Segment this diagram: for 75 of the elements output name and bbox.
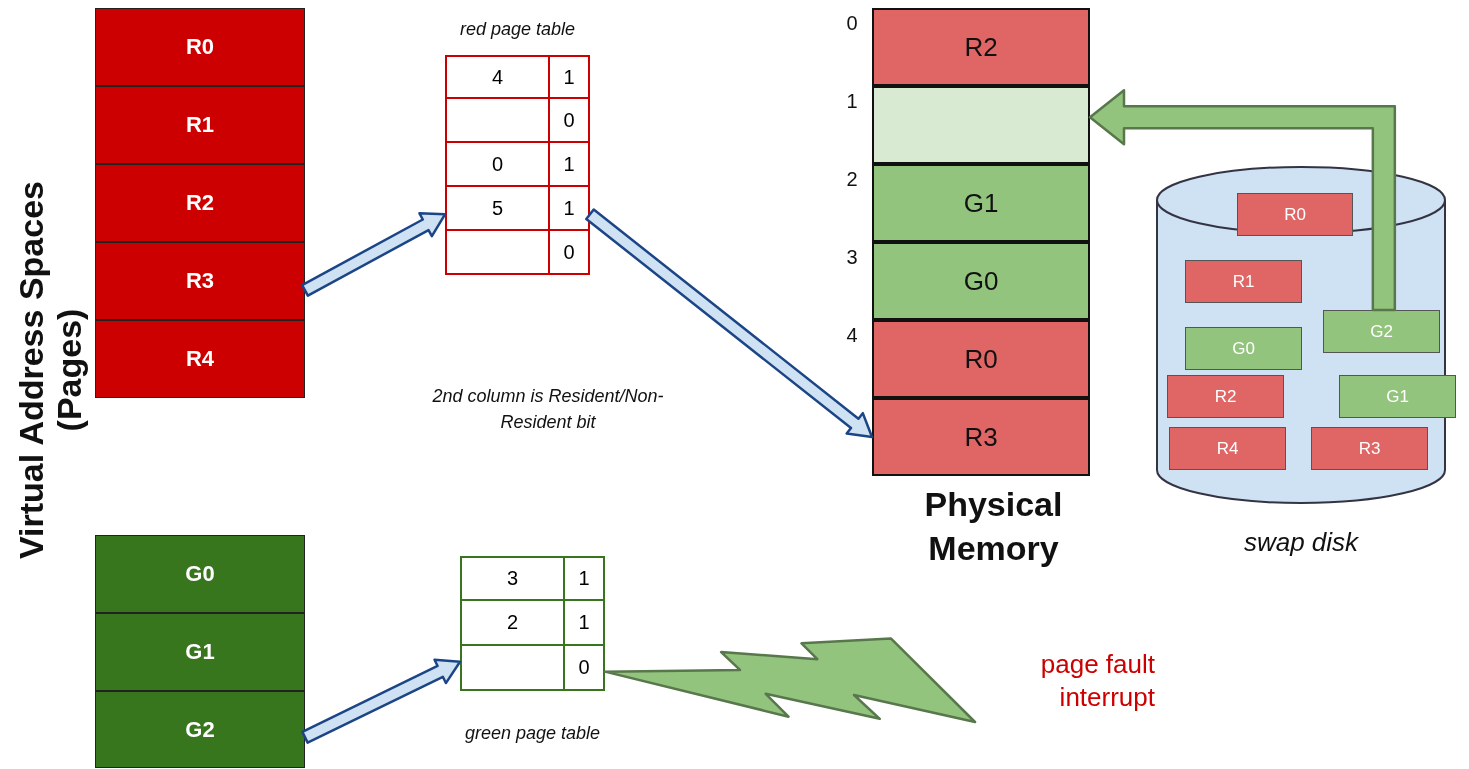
table-title: red page table — [458, 19, 577, 40]
table-value: 0 — [578, 656, 590, 679]
disk-page — [1167, 375, 1284, 418]
page-block — [95, 613, 305, 691]
disk-page — [1323, 310, 1440, 353]
disk-page — [1339, 375, 1456, 418]
page-label: R3 — [1358, 438, 1381, 459]
lightning-bolt — [603, 637, 977, 724]
page-block — [95, 535, 305, 613]
table-value: 2 — [506, 611, 519, 634]
table-value: 5 — [491, 196, 504, 220]
page-block — [95, 164, 305, 242]
page-label: R1 — [185, 112, 215, 138]
note-text: 2nd column is Resident/Non-Resident bit — [431, 385, 665, 434]
table-value: 1 — [563, 152, 575, 176]
memory-frame — [872, 398, 1090, 476]
page-label: R3 — [185, 268, 215, 294]
axis-title: Virtual Address Spaces (Pages) — [12, 180, 88, 561]
table-row — [445, 143, 590, 187]
disk-page — [1237, 193, 1353, 236]
table-value: 4 — [491, 65, 504, 89]
table-value: 0 — [491, 152, 504, 176]
page-label: G0 — [185, 561, 215, 587]
page-label: R2 — [964, 31, 998, 63]
page-label: R4 — [185, 346, 215, 372]
disk-page — [1169, 427, 1286, 470]
page-block — [95, 320, 305, 398]
memory-title: Physical Memory — [923, 484, 1064, 569]
page-label: G0 — [1232, 338, 1255, 359]
page-label: R0 — [1284, 204, 1306, 225]
table-value: 0 — [563, 108, 575, 132]
page-label: R0 — [964, 343, 998, 375]
table-value: 1 — [578, 611, 590, 634]
disk-caption: swap disk — [1242, 527, 1360, 558]
page-label: R1 — [1232, 271, 1255, 292]
block-arrow — [300, 212, 447, 297]
frame-number: 2 — [845, 168, 859, 191]
table-value: 1 — [578, 567, 590, 590]
page-block — [95, 8, 305, 86]
table-value: 0 — [563, 240, 575, 264]
table-title: green page table — [463, 723, 602, 744]
frame-number: 3 — [845, 246, 859, 269]
frame-number: 4 — [845, 324, 859, 347]
page-label: R3 — [964, 421, 998, 453]
page-label: G0 — [963, 265, 999, 297]
page-label: G1 — [185, 639, 215, 665]
page-label: G1 — [963, 187, 999, 219]
disk-page — [1185, 260, 1302, 303]
page-block — [95, 242, 305, 320]
disk-page — [1311, 427, 1428, 470]
page-label: G1 — [1386, 386, 1409, 407]
page-label: R2 — [185, 190, 215, 216]
table-row — [445, 231, 590, 275]
page-block — [95, 691, 305, 768]
page-label: G2 — [1370, 321, 1393, 342]
page-label: R0 — [185, 34, 215, 60]
table-value: 3 — [506, 567, 519, 590]
frame-number: 0 — [845, 12, 859, 35]
disk-page — [1185, 327, 1302, 370]
table-value: 1 — [563, 196, 575, 220]
table-row — [460, 556, 605, 601]
page-label: R2 — [1214, 386, 1237, 407]
table-row — [445, 99, 590, 143]
block-arrow — [1088, 88, 1397, 312]
frame-number: 1 — [845, 90, 859, 113]
block-arrow — [301, 658, 462, 744]
table-row — [460, 646, 605, 691]
table-row — [445, 55, 590, 99]
page-label: R4 — [1216, 438, 1239, 459]
page-block — [95, 86, 305, 164]
block-arrow — [585, 208, 874, 439]
note-text: page fault interrupt — [1039, 648, 1155, 714]
table-row — [460, 601, 605, 646]
page-label: G2 — [185, 716, 215, 743]
table-value: 1 — [563, 65, 575, 89]
